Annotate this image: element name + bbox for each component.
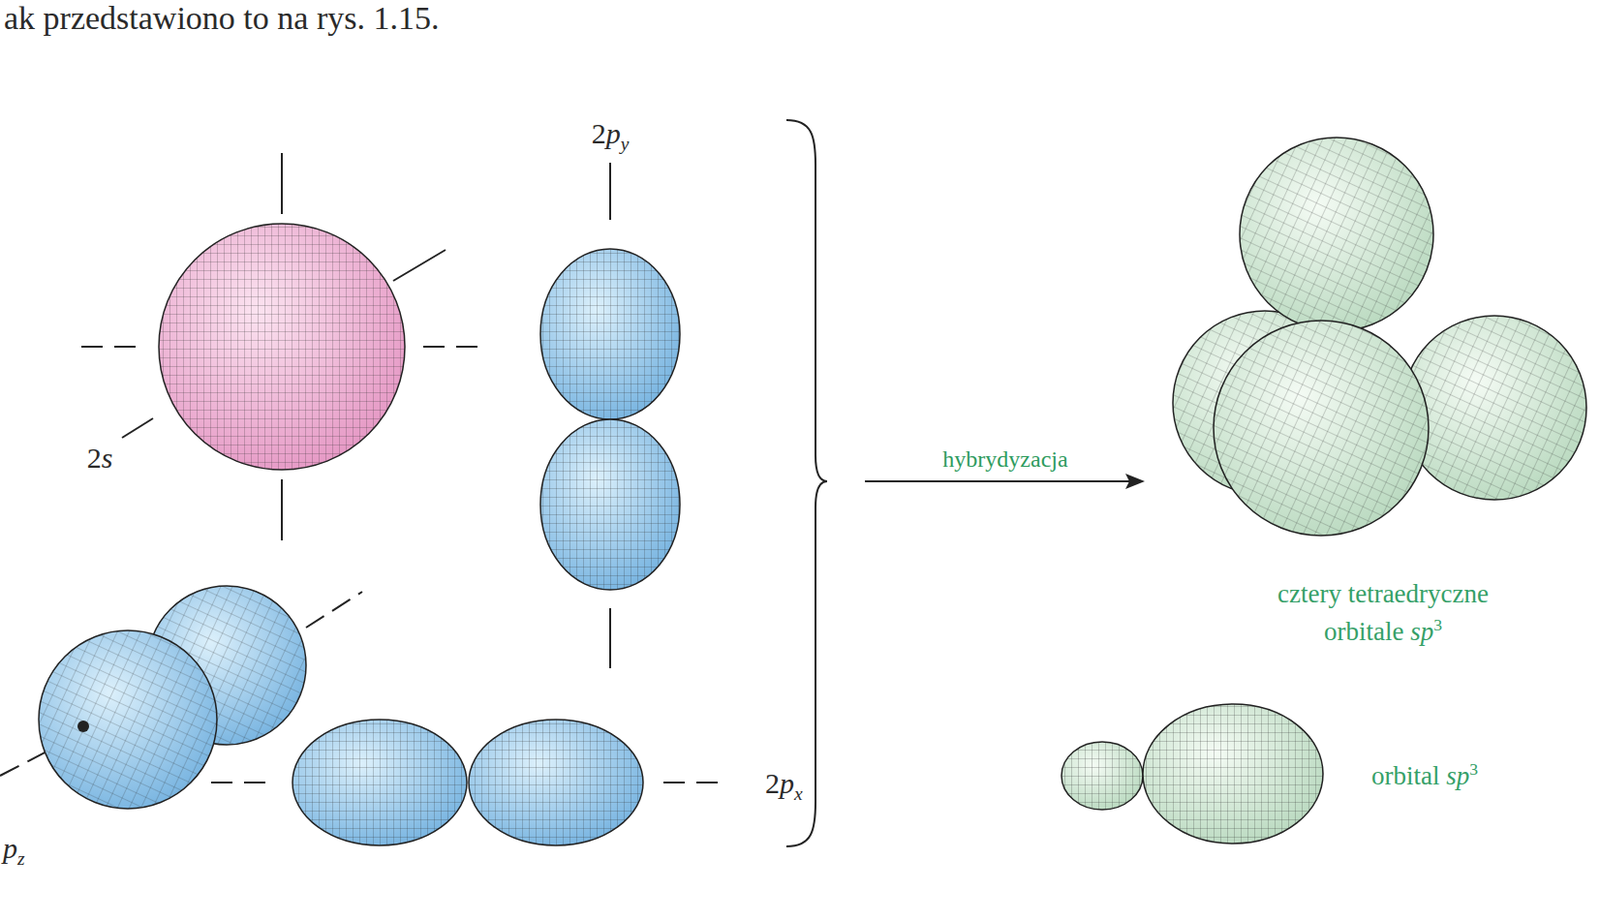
orbital-label: 2py [591, 117, 630, 154]
curly-bracket [786, 120, 828, 847]
orbital-caption: orbital sp3 [1371, 760, 1478, 792]
pz-orbital [38, 585, 307, 809]
sp3-orbital [1061, 704, 1324, 844]
sp3-cluster [1172, 137, 1587, 536]
py-orbital [540, 248, 680, 590]
orbital-label: 2px [765, 767, 803, 804]
reaction-arrow [864, 473, 1145, 490]
arrow-label: hybrydyzacja [942, 446, 1068, 472]
px-orbital [292, 719, 644, 846]
orbital-caption: cztery tetraedryczne orbitale sp3 [1237, 575, 1529, 651]
orbital-label: 2s [87, 441, 114, 474]
orbital-label: pz [2, 831, 26, 869]
body-text: ak przedstawiono to na rys. 1.15. [3, 0, 439, 36]
s-orbital [158, 223, 405, 470]
